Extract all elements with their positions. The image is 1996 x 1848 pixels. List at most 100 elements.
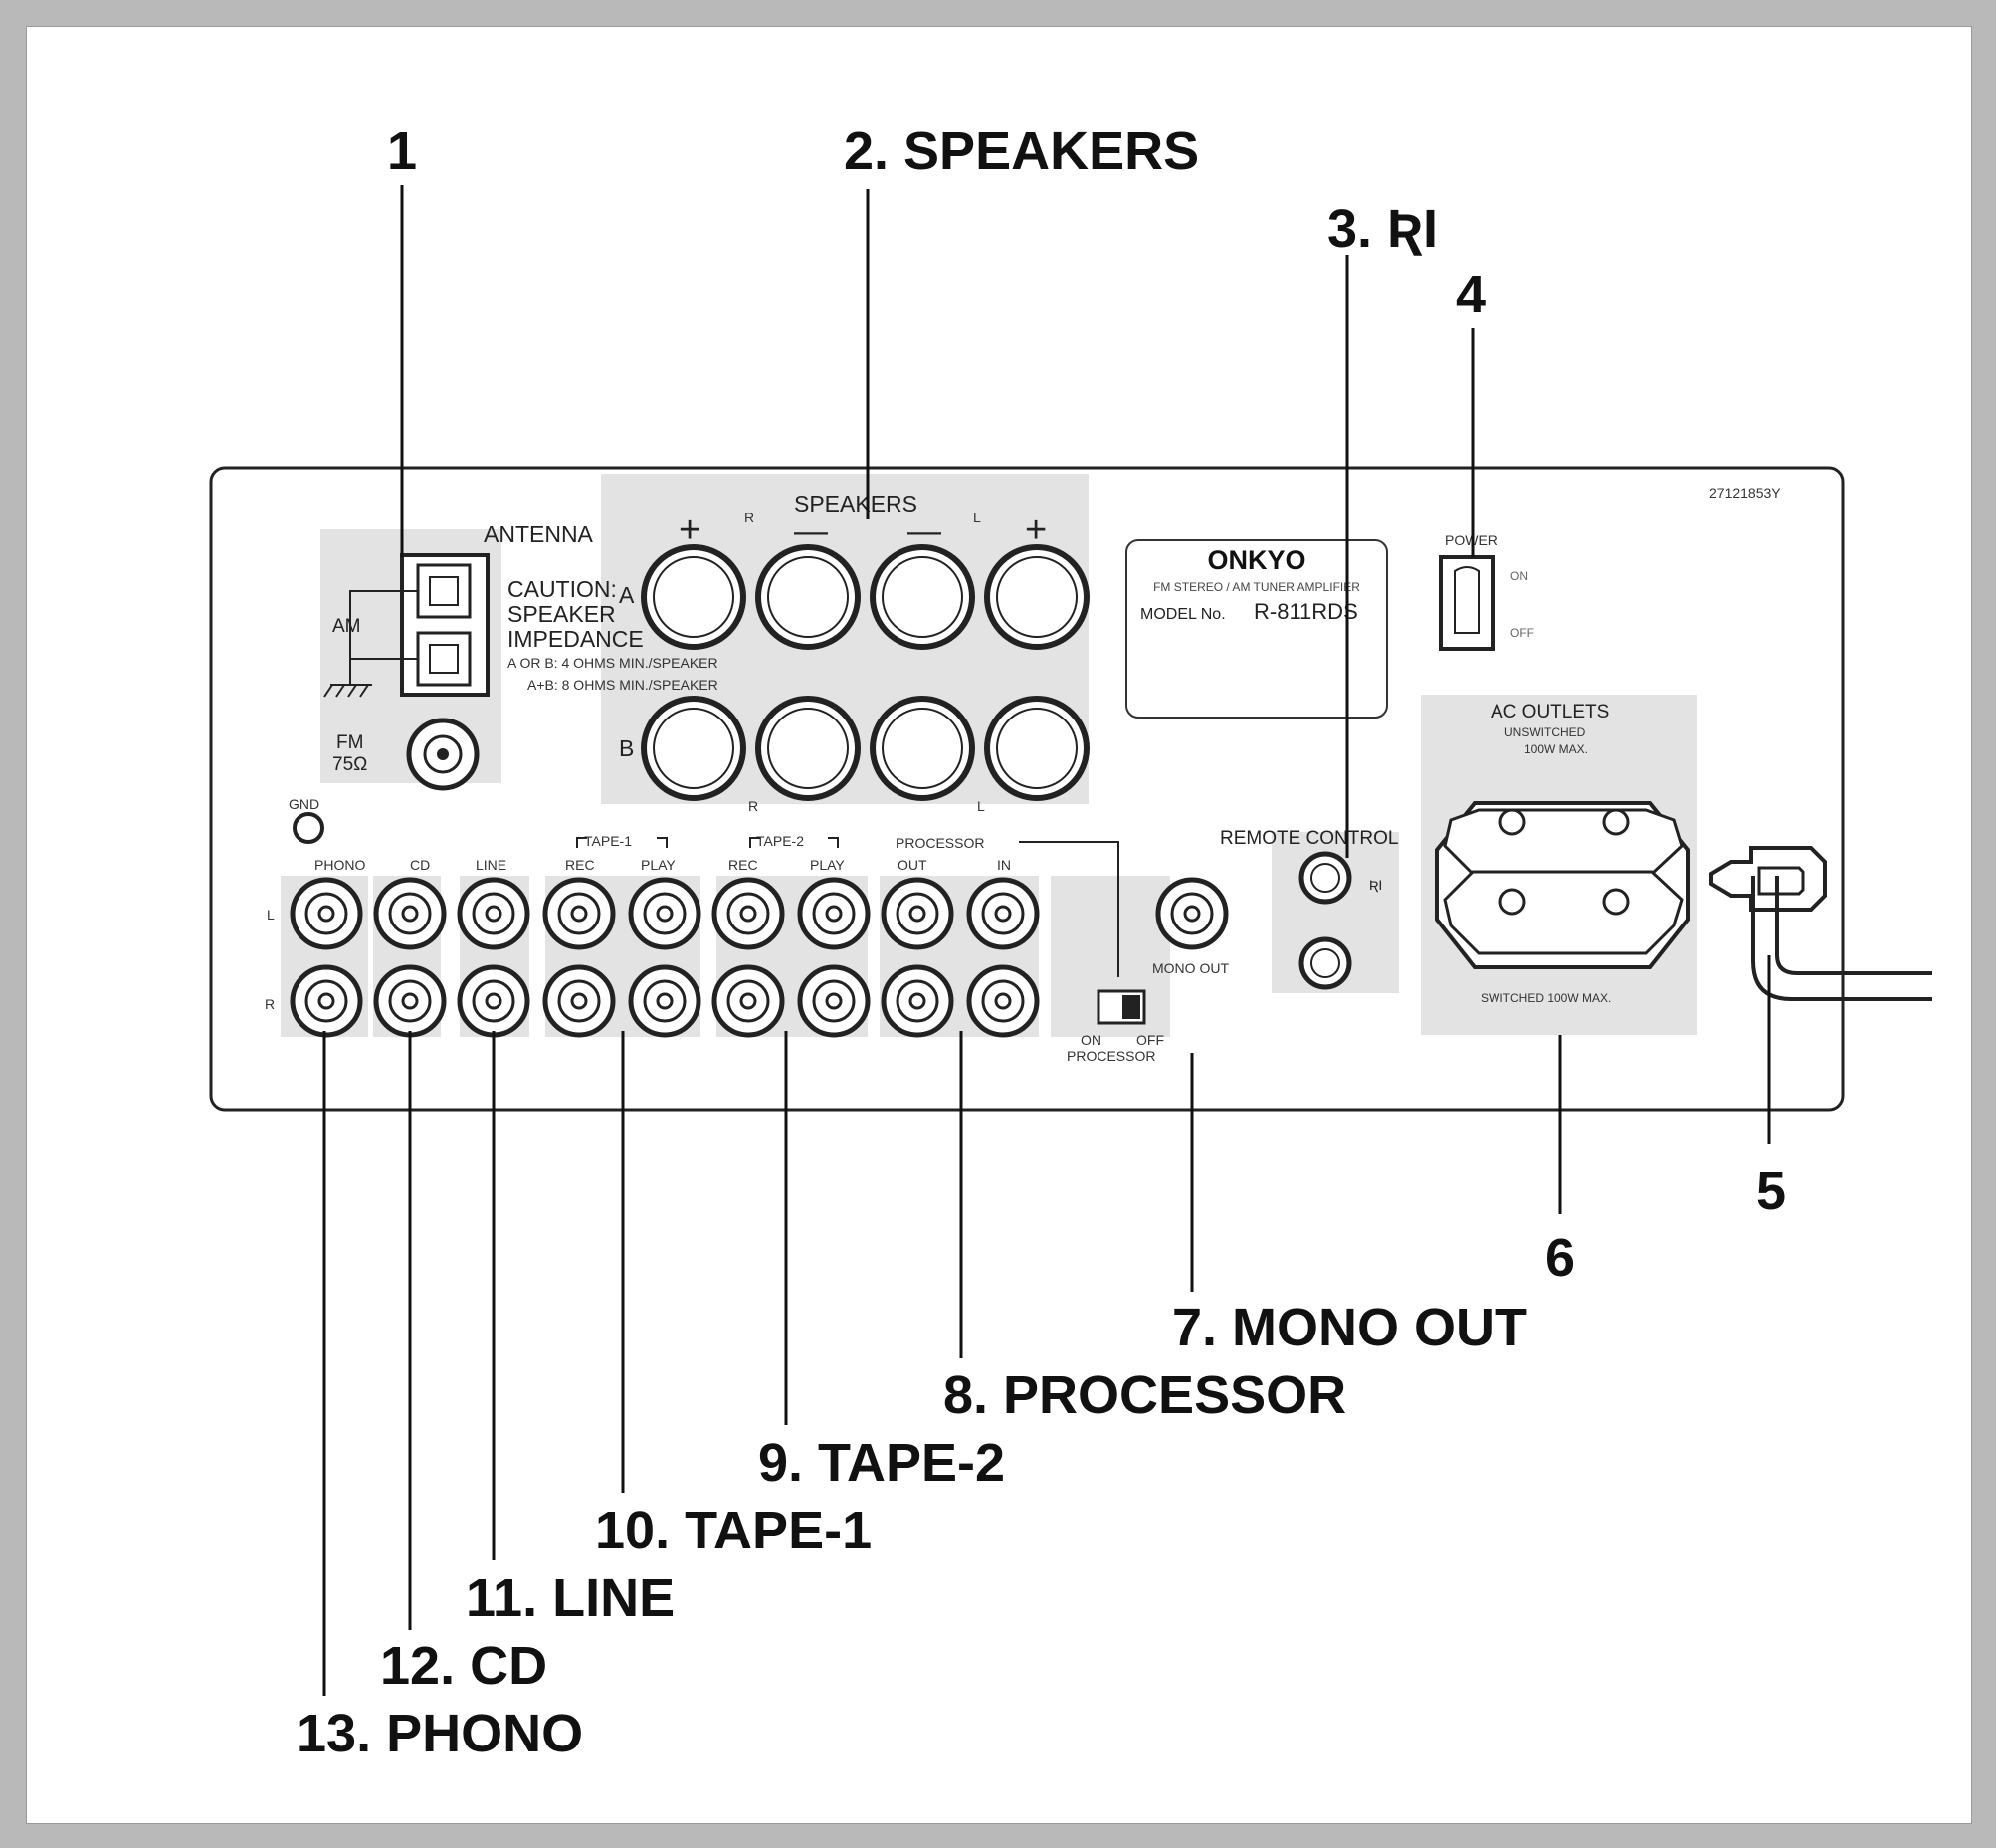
power-switch-rocker [1454, 566, 1480, 634]
processor-out-label: OUT [898, 857, 927, 873]
callout-10-tape1: 10. TAPE-1 [595, 1501, 872, 1560]
speaker-l-label-top: L [973, 510, 981, 525]
processor-out-r-jack-pin [908, 992, 926, 1010]
callout-11-line: 11. LINE [466, 1568, 675, 1628]
fm-ohm-label: 75Ω [332, 754, 367, 775]
speaker-r-label-top: R [744, 510, 754, 525]
serial-number: 27121853Y [1709, 485, 1781, 501]
ac-outlet-unswitched-hole-right [1602, 808, 1630, 836]
am-lead-line [349, 590, 418, 660]
caution-line4: A OR B: 4 OHMS MIN./SPEAKER [507, 655, 718, 671]
tape1-bracket [576, 837, 668, 848]
unswitched-label: UNSWITCHED [1504, 725, 1586, 739]
remote-control-jack-1-inner [1310, 863, 1340, 893]
tape1-play-label: PLAY [641, 857, 676, 873]
caution-line3: IMPEDANCE [507, 626, 644, 652]
antenna-label: ANTENNA [484, 521, 594, 547]
ac-outlet-unswitched[interactable] [1443, 808, 1684, 876]
brand-label: ONKYO [1207, 545, 1305, 575]
model-number: R-811RDS [1254, 599, 1358, 624]
ac-outlet-switched[interactable] [1443, 870, 1684, 955]
line-label: LINE [476, 857, 506, 873]
speaker-l-label-bottom: L [977, 798, 985, 814]
tape2-label: TAPE-2 [756, 833, 804, 849]
line-l-jack-pin [485, 905, 502, 923]
speaker-b-r-minus-ring [767, 708, 849, 789]
speaker-row-a-label: A [619, 582, 635, 608]
callout-3-ri: 3. ƦI [1327, 199, 1438, 259]
remote-control-label: REMOTE CONTROL [1220, 828, 1398, 849]
processor-in-label: IN [997, 857, 1011, 873]
cd-r-jack-pin [401, 992, 419, 1010]
callout-6: 6 [1545, 1228, 1575, 1288]
caution-line2: SPEAKER [507, 601, 616, 627]
speaker-a-l-minus-ring [882, 556, 963, 638]
callout-12-cd: 12. CD [380, 1636, 547, 1696]
mono-out-label: MONO OUT [1152, 960, 1229, 976]
unswitched-max-label: 100W MAX. [1524, 742, 1588, 756]
ac-outlet-switched-hole-left [1498, 888, 1526, 916]
am-label: AM [332, 616, 361, 637]
switched-label: SWITCHED 100W MAX. [1481, 991, 1611, 1005]
speaker-a-r-minus-ring [767, 556, 849, 638]
callout-1: 1 [387, 121, 417, 181]
cd-l-jack-pin [401, 905, 419, 923]
ac-outlets-label: AC OUTLETS [1491, 702, 1609, 722]
speaker-b-l-minus-ring [882, 708, 963, 789]
callout-leader-lines [322, 185, 1771, 1696]
speaker-l-plus: + [1025, 510, 1047, 551]
processor-label: PROCESSOR [896, 835, 984, 851]
model-description: FM STEREO / AM TUNER AMPLIFIER [1153, 580, 1360, 594]
speaker-r-minus: — [794, 513, 828, 550]
tape2-rec-r-jack-pin [739, 992, 757, 1010]
fm-label: FM [336, 732, 363, 753]
gnd-terminal-small[interactable] [293, 812, 324, 844]
tape2-play-l-jack-pin [825, 905, 843, 923]
processor-in-r-jack-pin [994, 992, 1012, 1010]
callout-2-speakers: 2. SPEAKERS [844, 121, 1199, 181]
speaker-r-plus: + [679, 510, 700, 551]
speaker-terminals [641, 544, 1090, 801]
power-off-label: OFF [1510, 626, 1534, 640]
processor-switch-on: ON [1081, 1032, 1101, 1048]
callout-5: 5 [1756, 1161, 1786, 1221]
phono-label: PHONO [314, 857, 365, 873]
tape2-rec-l-jack-pin [739, 905, 757, 923]
mono-out-jack-pin [1183, 905, 1201, 923]
rca-jacks [290, 877, 1229, 1038]
callout-4: 4 [1456, 265, 1486, 324]
gnd-terminal-screw [429, 644, 459, 674]
tape1-play-l-jack-pin [656, 905, 674, 923]
remote-control-jack-2-inner [1310, 948, 1340, 978]
speaker-a-r-plus-ring [653, 556, 734, 638]
tape1-rec-label: REC [565, 857, 595, 873]
callout-9-tape2: 9. TAPE-2 [758, 1433, 1005, 1493]
line-r-jack-pin [485, 992, 502, 1010]
phono-l-jack-pin [317, 905, 335, 923]
tape1-rec-r-jack-pin [570, 992, 588, 1010]
caution-line5: A+B: 8 OHMS MIN./SPEAKER [527, 677, 718, 693]
speakers-panel-label: SPEAKERS [794, 491, 917, 516]
ri-logo-small: ƦI [1369, 877, 1382, 893]
speaker-a-l-plus-ring [996, 556, 1078, 638]
speaker-l-minus: — [907, 513, 941, 550]
processor-leader-line [1019, 841, 1119, 977]
tape2-play-label: PLAY [810, 857, 845, 873]
model-plate [1125, 539, 1388, 719]
processor-switch-off: OFF [1136, 1032, 1164, 1048]
power-cord-icon [1751, 876, 1932, 1001]
processor-switch-label: PROCESSOR [1067, 1048, 1155, 1064]
speaker-row-b-label: B [619, 735, 634, 761]
ac-outlet-unswitched-hole-left [1498, 808, 1526, 836]
cd-label: CD [410, 857, 430, 873]
tape2-play-r-jack-pin [825, 992, 843, 1010]
callout-13-phono: 13. PHONO [297, 1704, 583, 1763]
processor-switch-knob [1122, 995, 1140, 1019]
model-prefix: MODEL No. [1140, 606, 1226, 623]
gnd-label: GND [289, 796, 319, 812]
tape2-bracket [749, 837, 839, 848]
am-terminal-screw [429, 576, 459, 606]
ground-symbol-icon [323, 659, 372, 698]
processor-in-l-jack-pin [994, 905, 1012, 923]
